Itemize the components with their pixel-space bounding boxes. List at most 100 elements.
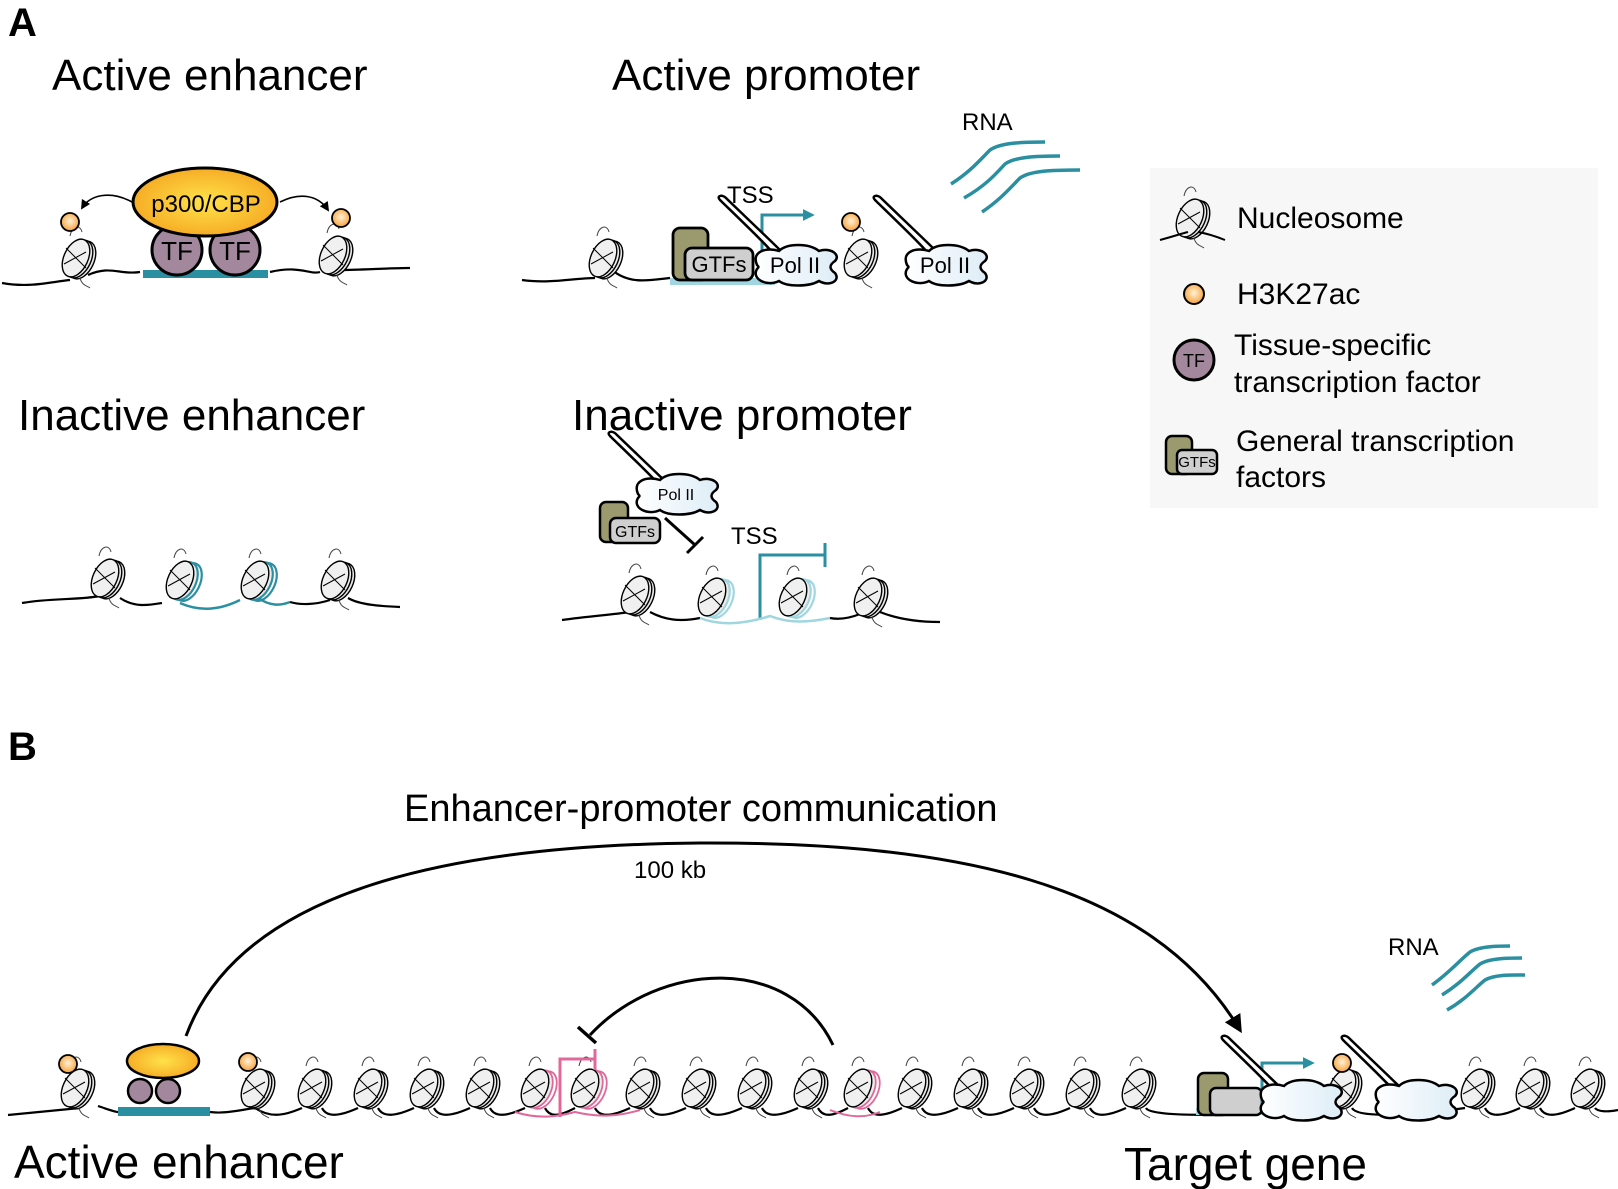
repression-arc [588,976,835,1046]
repression-bar [576,1025,598,1045]
tf-icon [154,1077,182,1105]
legend-gtfs-icon-text: GTFs [1178,454,1216,471]
nucleosome-icon [312,223,360,286]
nucleosome-icon [234,547,284,607]
target-gene-label: Target gene [1124,1138,1367,1189]
nucleosome-icon [84,546,132,609]
dna-strand-promoter [699,614,831,625]
inactive-enhancer-diagram: Inactive enhancer [18,391,401,611]
nucleosome-icon [837,1056,887,1115]
rna-label: RNA [1388,934,1439,961]
rna-strand [1430,944,1511,987]
active-enhancer-title: Active enhancer [52,51,368,100]
legend-box [1150,168,1598,508]
dna-strand [21,594,163,607]
inactive-promoter-diagram: Inactive promoter Pol II GTFs TSS [561,391,941,628]
p300-cbp-icon [125,1042,201,1080]
active-promoter-title: Active promoter [612,51,920,100]
legend-label-gtfs-line2: factors [1236,461,1326,494]
acetylation-arrow [80,194,133,210]
pol2-icon [1374,1078,1459,1122]
inhibition-bar [685,535,705,555]
gtfs-label: GTFs [615,524,655,541]
gtfs-label: GTFs [692,252,747,277]
legend-label-tf-line2: transcription factor [1234,366,1481,399]
legend-label-gtfs-line1: General transcription [1236,425,1514,458]
gtfs-icon [608,516,662,545]
repressed-tss [558,1057,595,1117]
rna-strand [1441,956,1523,997]
communication-label: Enhancer-promoter communication [404,788,998,830]
enhancer-region [143,270,268,278]
h3k27ac-icon [58,1054,78,1074]
tss-label: TSS [727,182,774,209]
nucleosome-icon [564,1056,614,1115]
rna-strand [1446,973,1526,1012]
dna-strand [209,1106,256,1114]
legend-label-nucleosome: Nucleosome [1237,202,1404,235]
long-range-arrow [184,841,1242,1037]
pol2-label: Pol II [920,253,970,278]
tf-label: TF [161,236,193,266]
panel-b-letter: B [8,725,37,769]
tf-icon [126,1077,154,1105]
h3k27ac-icon [1183,283,1205,305]
gtfs-icon-front [1175,448,1219,476]
pol2-label: Pol II [770,253,820,278]
legend: Nucleosome H3K27ac TF Tissue-specific tr… [1150,168,1598,508]
active-enhancer-diagram: Active enhancer TF TF p300/CBP [1,51,411,289]
dna-strand [829,610,941,624]
nucleosome-icon [159,547,209,607]
active-promoter-diagram: Active promoter GTFs TSS Pol II Pol II R… [521,51,1081,289]
dna-strand [289,597,401,609]
nucleosome-icon [837,226,885,289]
legend-label-tf-line1: Tissue-specific [1234,329,1431,362]
legend-dna [1159,231,1226,241]
promoter-region [670,278,775,285]
chromatin-fiber [7,1034,1618,1122]
inactive-enhancer-title: Inactive enhancer [18,391,365,440]
dna-strand-enhancer [179,598,241,610]
h3k27ac-icon [331,208,351,228]
h3k27ac-icon [60,212,80,232]
distance-label: 100 kb [634,857,706,884]
nucleosome-icon [514,1056,564,1115]
legend-label-h3k27ac: H3K27ac [1237,278,1360,311]
nucleosome-icon [55,226,103,289]
pol2-icon [1259,1078,1344,1122]
gtfs-icon [1208,1086,1264,1117]
panel-a-letter: A [8,1,37,45]
dna-strand [561,610,701,622]
dna-strand-repressed [514,1109,641,1118]
inactive-promoter-title: Inactive promoter [572,391,912,440]
p300-cbp-icon [131,166,279,238]
nucleosome-icon [691,564,741,624]
tf-label: TF [219,236,251,266]
h3k27ac-icon [841,212,861,232]
rna-strand [963,154,1061,200]
inhibition-line [663,516,697,547]
active-enhancer-label: Active enhancer [14,1136,344,1188]
pol2-label: Pol II [658,487,694,504]
p300-cbp-label: p300/CBP [151,191,260,218]
legend-tf-icon-text: TF [1183,351,1205,371]
nucleosome-icon [772,564,822,624]
dna-strand [1,266,411,286]
rna-strand [950,140,1046,186]
tss-blocked-arrow [758,553,825,620]
h3k27ac-icon [238,1052,258,1072]
tss-label: TSS [731,523,778,550]
acetylation-arrow [279,195,330,212]
gtfs-icon [683,246,755,282]
nucleosome-icon [847,565,895,628]
nucleosome-icon [614,563,662,626]
pol2-stalk [872,194,937,254]
tf-icon [1172,338,1216,382]
enhancer-region [118,1107,210,1116]
rna-strand [981,168,1081,214]
dna-strand [7,1104,119,1117]
rna-label: RNA [962,109,1013,136]
h3k27ac-icon [1332,1053,1352,1073]
dna-strand-repressed [829,1109,881,1118]
